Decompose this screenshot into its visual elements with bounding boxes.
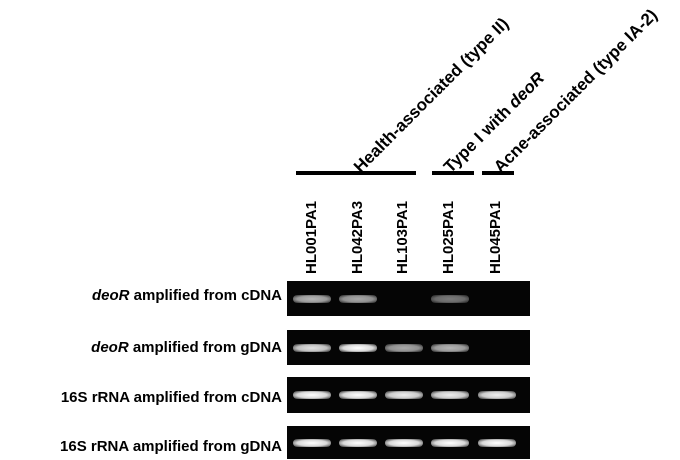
gel-band — [431, 294, 469, 303]
row-label: deoR amplified from cDNA — [91, 287, 282, 304]
group-label-health: Health-associated (type II) — [350, 14, 513, 177]
gel-band — [339, 438, 377, 447]
row-label: deoR amplified from gDNA — [91, 339, 282, 356]
gel-band — [293, 438, 331, 447]
gel-band — [293, 294, 331, 303]
gel-band — [478, 391, 516, 399]
gel-band — [339, 391, 377, 399]
gel-band — [431, 391, 469, 399]
lane-label: HL103PA1 — [394, 200, 411, 274]
group-bar-type-i — [432, 171, 474, 175]
row-label: 16S rRNA amplified from cDNA — [60, 389, 282, 406]
gel-band — [293, 391, 331, 399]
gel-band — [431, 343, 469, 352]
gel-band — [385, 438, 423, 447]
gel-panel-deor-cdna — [287, 281, 530, 316]
gel-panel-deor-gdna — [287, 330, 530, 365]
lane-label: HL045PA1 — [487, 200, 504, 274]
group-bar-acne — [482, 171, 514, 175]
gel-panel-16s-gdna — [287, 426, 530, 459]
gel-band — [385, 391, 423, 399]
lane-label: HL001PA1 — [303, 200, 320, 274]
lane-label: HL042PA3 — [349, 200, 366, 274]
row-label: 16S rRNA amplified from gDNA — [60, 438, 282, 455]
gel-band — [431, 438, 469, 447]
gel-band — [293, 343, 331, 352]
gel-band — [339, 343, 377, 352]
group-bar-health — [296, 171, 416, 175]
gel-band — [478, 438, 516, 447]
gel-panel-16s-cdna — [287, 377, 530, 413]
lane-label: HL025PA1 — [440, 200, 457, 274]
gel-band — [339, 294, 377, 303]
gel-band — [385, 343, 423, 352]
